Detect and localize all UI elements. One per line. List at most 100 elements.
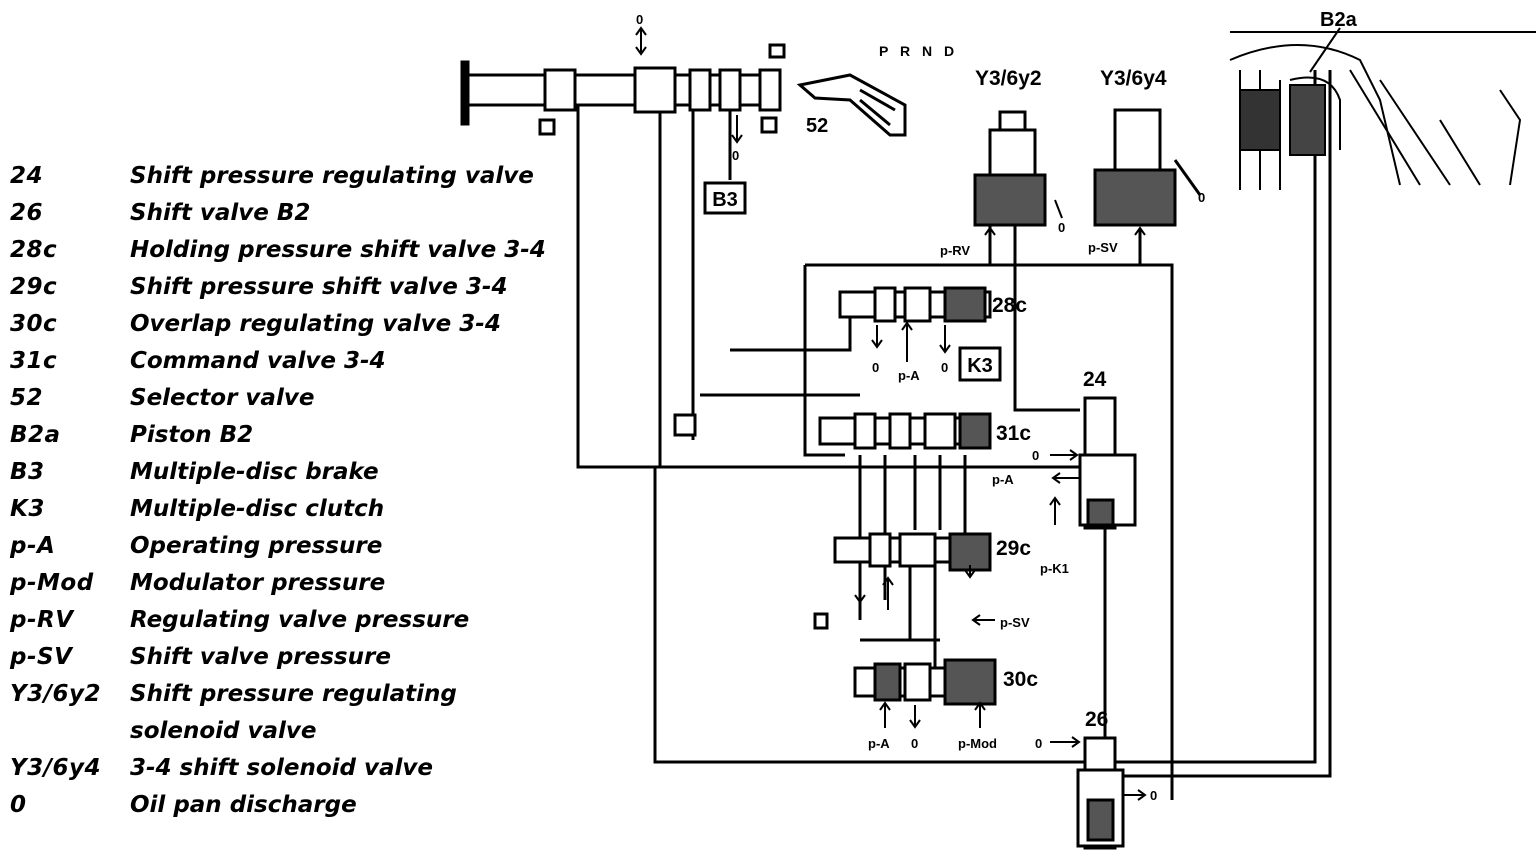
b3-label: B3 [712,189,738,211]
legend-row: 29c Shift pressure shift valve 3-4 [0,269,560,306]
oil-line [805,263,1174,800]
legend-desc: Shift valve pressure [130,644,391,670]
legend-row: Y3/6y4 3-4 shift solenoid valve [0,750,560,787]
valve-26 [1076,736,1125,850]
legend-desc: Multiple-disc brake [130,459,379,485]
valve-28c [838,286,992,323]
legend-code: p-A [10,533,56,559]
legend-code: B3 [10,459,45,485]
selector-linkage [796,73,907,137]
legend-row: p-SV Shift valve pressure [0,639,560,676]
legend-code: 52 [10,385,44,411]
legend-desc: Overlap regulating valve 3-4 [130,311,501,337]
valve-24 [1078,396,1137,530]
zero-label: 0 [911,736,918,751]
label-y3-6y2: Y3/6y2 [975,67,1042,90]
label-28c: 28c [992,294,1027,317]
legend-desc: Operating pressure [130,533,383,559]
legend-desc: Shift valve B2 [130,200,311,226]
legend-desc: Command valve 3-4 [130,348,386,374]
label-26: 26 [1085,708,1108,731]
k3-clutch-box [958,346,1002,382]
piston-end [813,612,829,630]
oil-line [730,300,852,352]
legend-row: Y3/6y2 Shift pressure regulating solenoid… [0,676,560,750]
legend-code: 30c [10,311,58,337]
label-p-rv: p-RV [940,243,970,258]
accumulator [673,413,697,437]
legend-row: p-A Operating pressure [0,528,560,565]
legend-desc: Modulator pressure [130,570,386,596]
selector-valve-body [460,43,786,136]
legend-desc: Selector valve [130,385,315,411]
piston-b2a-housing [1229,31,1536,190]
label-p-sv-top: p-SV [1088,240,1118,255]
legend-desc: Shift pressure regulating solenoid valve [130,681,457,744]
legend-row: 0 Oil pan discharge [0,787,560,824]
legend-code: B2a [10,422,61,448]
flow-arrows [635,26,1147,801]
legend-code: 29c [10,274,58,300]
legend-code: 24 [10,163,44,189]
label-p-a-28c: p-A [898,368,920,383]
legend-row: 52 Selector valve [0,380,560,417]
solenoid-y3-6y2 [973,110,1047,227]
label-p-sv-mid: p-SV [1000,615,1030,630]
label-52: 52 [806,115,828,137]
label-p-a-30c: p-A [868,736,890,751]
legend-desc: Oil pan discharge [130,792,357,818]
legend-code: 0 [10,792,27,818]
solenoid-y3-6y4 [1093,108,1202,227]
label-y3-6y4: Y3/6y4 [1100,67,1167,90]
zero-label: 0 [1035,736,1042,751]
legend-desc: 3-4 shift solenoid valve [130,755,434,781]
legend-desc: Piston B2 [130,422,254,448]
legend-code: p-RV [10,607,74,633]
legend-row: K3 Multiple-disc clutch [0,491,560,528]
label-p-mod: p-Mod [958,736,997,751]
legend-desc: Shift pressure shift valve 3-4 [130,274,508,300]
legend-code: 31c [10,348,58,374]
legend-code: K3 [10,496,45,522]
oil-line [1013,225,1080,412]
oil-line [653,70,1317,764]
b3-brake-box [703,181,747,215]
legend-desc: Shift pressure regulating valve [130,163,534,189]
label-24: 24 [1083,368,1107,391]
valve-31c [818,412,992,450]
legend-desc: Regulating valve pressure [130,607,470,633]
label-p-k1: p-K1 [1040,561,1069,576]
label-b2a: B2a [1320,9,1358,31]
legend-row: B3 Multiple-disc brake [0,454,560,491]
zero-label: 0 [1032,448,1039,463]
zero-label: 0 [872,360,879,375]
legend-desc: Holding pressure shift valve 3-4 [130,237,546,263]
leader-line [1309,27,1341,73]
selector-positions-label: P R N D [879,43,958,59]
legend-code: Y3/6y4 [10,755,102,781]
zero-label: 0 [941,360,948,375]
oil-line [1085,70,1332,778]
legend-code: 26 [10,200,44,226]
legend-row: 31c Command valve 3-4 [0,343,560,380]
legend-row: B2a Piston B2 [0,417,560,454]
legend-desc: Multiple-disc clutch [130,496,385,522]
legend-code: Y3/6y2 [10,681,102,707]
label-29c: 29c [996,537,1031,560]
legend-code: p-SV [10,644,73,670]
valve-30c [853,658,997,706]
valve-29c [833,532,992,572]
zero-label: 0 [732,148,739,163]
label-30c: 30c [1003,668,1038,691]
label-31c: 31c [996,422,1031,445]
zero-label: 0 [1198,190,1205,205]
label-p-a-24: p-A [992,472,1014,487]
legend-row: 26 Shift valve B2 [0,195,560,232]
legend-row: 30c Overlap regulating valve 3-4 [0,306,560,343]
legend-row: p-RV Regulating valve pressure [0,602,560,639]
zero-label: 0 [636,12,643,27]
legend-row: 28c Holding pressure shift valve 3-4 [0,232,560,269]
legend-code: 28c [10,237,58,263]
